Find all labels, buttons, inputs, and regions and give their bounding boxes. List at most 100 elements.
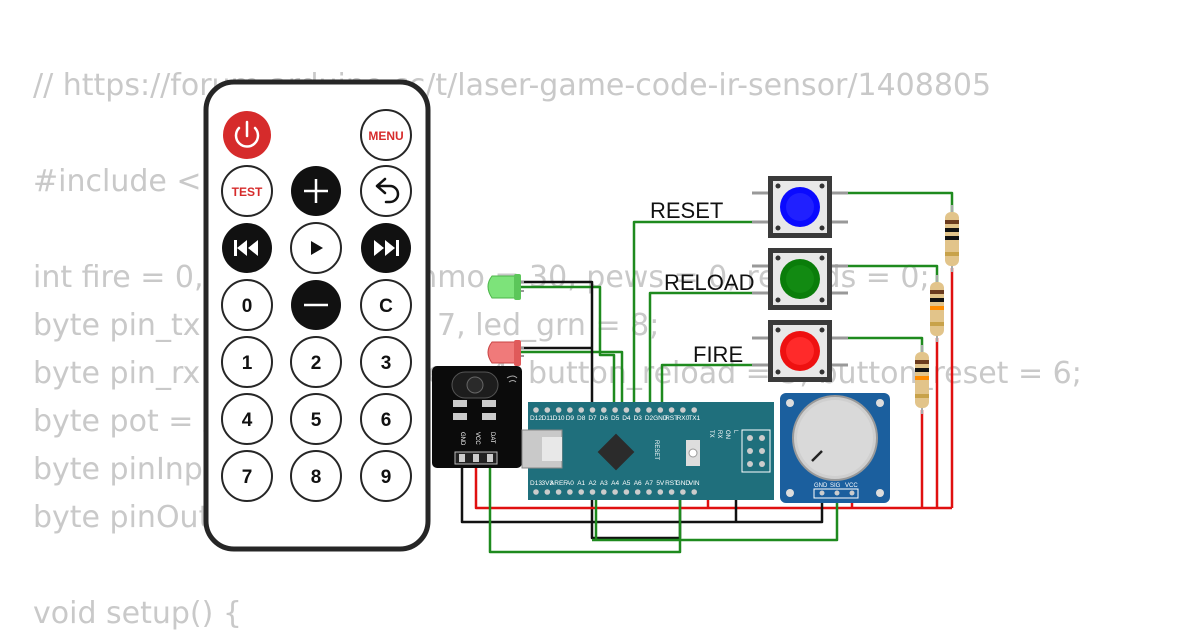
rewind-icon [222,223,272,273]
nano-reset-label: RESET [653,440,659,460]
nano-header-pin [634,489,641,495]
nano-led-label: L [732,430,738,434]
nano-led-label: ON [724,430,730,439]
test-button: TEST [221,165,273,217]
label-reload: RELOAD [664,270,754,295]
nano-header-pin [589,407,596,413]
digit-label: 8 [311,467,322,488]
nano-pin-label: D5 [611,415,620,422]
nano-pin-label: RST [665,480,678,487]
nano-header-pin [589,489,596,495]
digit-button-9: 9 [360,450,412,502]
nano-header-pin [646,407,652,413]
nano-pin-label: A3 [600,480,608,487]
fast-forward-icon [361,223,411,273]
nano-header-pin [646,489,652,495]
resistor-2 [930,275,944,342]
nano-header-pin [668,489,675,495]
nano-header-pin [612,489,618,495]
nano-pin-label: A1 [577,480,585,487]
digit-button-6: 6 [360,393,412,445]
wire-led-green [520,285,616,410]
resistor-3 [915,345,929,414]
nano-header-pin [623,489,630,495]
digit-button-0: 0 [221,279,273,331]
wire-btn2-res [848,264,939,285]
nano-header-pin [657,407,664,413]
digit-label: 9 [381,467,392,488]
nano-pin-label: D12 [530,415,542,422]
digit-label: 0 [242,296,253,317]
nano-header-pin [680,407,686,413]
label-reset: RESET [650,198,723,223]
nano-pin-label: TX1 [688,415,700,422]
wire-reload [648,291,768,410]
nano-pin-label: A2 [589,480,597,487]
nano-pin-label: AREF [550,480,567,487]
clear-label: C [379,296,393,317]
digit-label: 7 [242,467,253,488]
menu-label: MENU [368,129,403,143]
nano-pin-label: 5V [656,480,665,487]
ir-remote: MENU TEST [203,79,431,552]
nano-header-pin [634,407,641,413]
pot-pin-label: GND [814,483,828,489]
clear-button: C [360,279,412,331]
nano-pin-label: D8 [577,415,586,422]
power-icon [223,111,271,159]
wire-ir-data [488,462,682,554]
nano-header-pin [544,489,551,495]
wire-led-red [520,350,624,410]
digit-button-7: 7 [221,450,273,502]
pot-pin-label: SIG [830,483,841,489]
nano-pin-label: GND [676,480,691,487]
digit-label: 6 [381,410,392,431]
nano-pin-label: D7 [588,415,597,422]
nano-pin-label: A6 [634,480,642,487]
nano-pin-label: A0 [566,480,574,487]
digit-label: 3 [381,353,392,374]
wire-fire [660,363,768,410]
wire-reset [632,220,768,410]
nano-header-pin [612,407,618,413]
minus-icon [291,280,341,330]
digit-button-5: 5 [290,393,342,445]
digit-label: 4 [242,410,253,431]
nano-pin-label: D11 [542,415,554,422]
nano-header-pin [657,489,664,495]
nano-pin-label: GND [653,415,668,422]
label-fire: FIRE [693,342,743,367]
nano-pin-label: D2 [645,415,654,422]
ir-pin-label: GND [459,432,465,446]
digit-button-2: 2 [290,336,342,388]
wire-pot-sig [592,492,839,542]
digit-button-8: 8 [290,450,342,502]
nano-header-pin [544,407,551,413]
nano-pin-label: D13 [530,480,542,487]
wire-vcc-rail [474,462,952,510]
digit-label: 5 [311,410,322,431]
ir-pin-label: VCC [474,432,480,445]
led-green [487,274,524,300]
nano-header-pin [555,489,562,495]
digit-label: 1 [242,353,253,374]
wire-btn3-res [848,336,924,355]
push-button-reload [752,248,848,310]
digit-button-3: 3 [360,336,412,388]
potentiometer: GND SIG VCC [780,393,890,503]
nano-pin-label: D3 [634,415,643,422]
digit-button-4: 4 [221,393,273,445]
ir-pin-label: DAT [489,432,495,444]
nano-pin-label: RST [665,415,678,422]
nano-header-pin [691,407,697,413]
digit-button-1: 1 [221,336,273,388]
resistor-1 [945,205,959,272]
nano-pin-label: D6 [600,415,609,422]
nano-header-pin [691,489,697,495]
nano-header-pin [533,489,539,495]
nano-header-pin [578,407,584,413]
wire-gnd-rail [460,462,824,524]
nano-header-pin [533,407,539,413]
nano-pin-label: D9 [566,415,575,422]
